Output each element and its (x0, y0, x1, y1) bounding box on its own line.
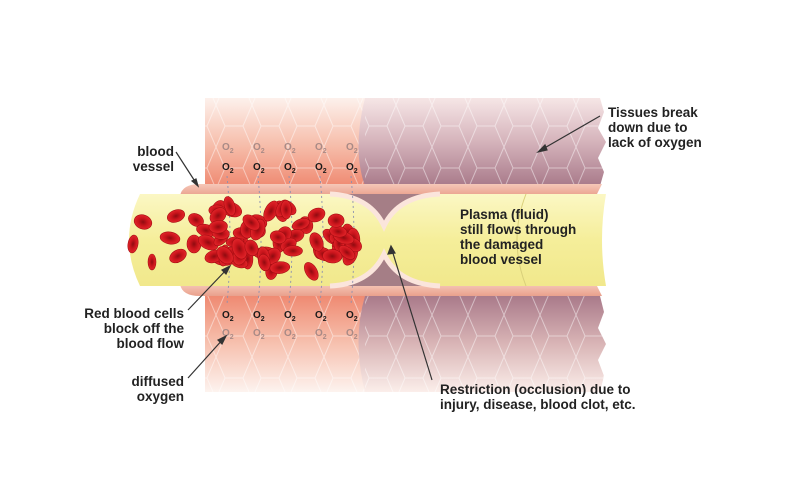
arrow-diffused-oxygen (187, 337, 225, 379)
label-tissues-break-down: Tissues break down due to lack of oxygen (608, 105, 702, 150)
oxygen-bottom: O2 (253, 310, 265, 323)
red-blood-cell (283, 245, 303, 257)
red-blood-cell (280, 199, 292, 220)
vessel-wall-bottom (180, 284, 602, 296)
arrowhead-tissues (536, 143, 548, 154)
red-blood-cell (244, 239, 259, 257)
oxygen-top: O2 (222, 162, 234, 175)
oxygen-faded-top: O2 (222, 142, 234, 155)
red-blood-cell (127, 234, 139, 254)
arrow-rbc (187, 267, 229, 311)
vessel-end-ellipse (516, 193, 527, 287)
oxygen-top: O2 (315, 162, 327, 175)
oxygen-faded-bottom: O2 (346, 328, 358, 341)
oxygen-faded-top: O2 (315, 142, 327, 155)
label-restriction: Restriction (occlusion) due to injury, d… (440, 382, 636, 412)
red-blood-cell-cluster (127, 196, 362, 281)
oxygen-faded-top: O2 (253, 142, 265, 155)
arrow-tissues (540, 115, 601, 151)
red-blood-cell (208, 220, 228, 234)
red-blood-cell (169, 248, 187, 264)
oxygen-top: O2 (284, 162, 296, 175)
red-blood-cell (269, 230, 287, 244)
healthy-tissue-bottom (205, 296, 365, 392)
label-red-blood-cells: Red blood cells block off the blood flow (84, 306, 184, 351)
red-blood-cell (269, 261, 291, 274)
oxygen-bottom: O2 (346, 310, 358, 323)
red-blood-cell (307, 207, 326, 223)
arrowhead-restriction (387, 244, 396, 255)
occlusion-top-edge (329, 191, 441, 232)
red-blood-cell (258, 253, 271, 272)
arrowhead-rbc (220, 264, 232, 276)
healthy-tissue-top (205, 98, 365, 186)
oxygen-bottom: O2 (315, 310, 327, 323)
damaged-tissue-top (358, 98, 606, 186)
red-blood-cell (309, 232, 324, 252)
red-blood-cell (147, 253, 157, 271)
oxygen-top: O2 (346, 162, 358, 175)
oxygen-faded-bottom: O2 (253, 328, 265, 341)
arrow-restriction (391, 249, 433, 381)
vessel-wall-top (180, 184, 602, 196)
oxygen-faded-top: O2 (346, 142, 358, 155)
oxygen-bottom: O2 (284, 310, 296, 323)
damaged-tissue-bottom (358, 296, 606, 392)
red-blood-cell (304, 262, 319, 281)
arrowhead-blood-vessel (190, 178, 200, 188)
red-blood-cell (159, 231, 181, 245)
oxygen-faded-bottom: O2 (284, 328, 296, 341)
occlusion-top (330, 194, 440, 226)
label-plasma: Plasma (fluid) still flows through the d… (460, 207, 577, 267)
red-blood-cell (291, 218, 310, 231)
red-blood-cell (327, 213, 345, 228)
oxygen-top: O2 (253, 162, 265, 175)
red-blood-cell (166, 209, 186, 223)
occlusion-bottom (330, 254, 440, 286)
red-blood-cell (209, 207, 227, 224)
oxygen-faded-bottom: O2 (222, 328, 234, 341)
occlusion-bottom-edge (329, 248, 441, 289)
oxygen-faded-bottom: O2 (315, 328, 327, 341)
red-blood-cell (198, 234, 219, 251)
label-diffused-oxygen: diffused oxygen (131, 374, 185, 404)
red-blood-cell (133, 214, 153, 230)
label-blood-vessel: blood vessel (132, 144, 174, 174)
red-blood-cell (216, 246, 234, 265)
oxygen-faded-top: O2 (284, 142, 296, 155)
red-blood-cell (338, 245, 356, 260)
red-blood-cell (322, 249, 343, 264)
arrowhead-diffused-oxygen (216, 334, 228, 346)
red-blood-cell (242, 214, 260, 231)
annotation-arrows (175, 115, 601, 381)
oxygen-bottom: O2 (222, 310, 234, 323)
